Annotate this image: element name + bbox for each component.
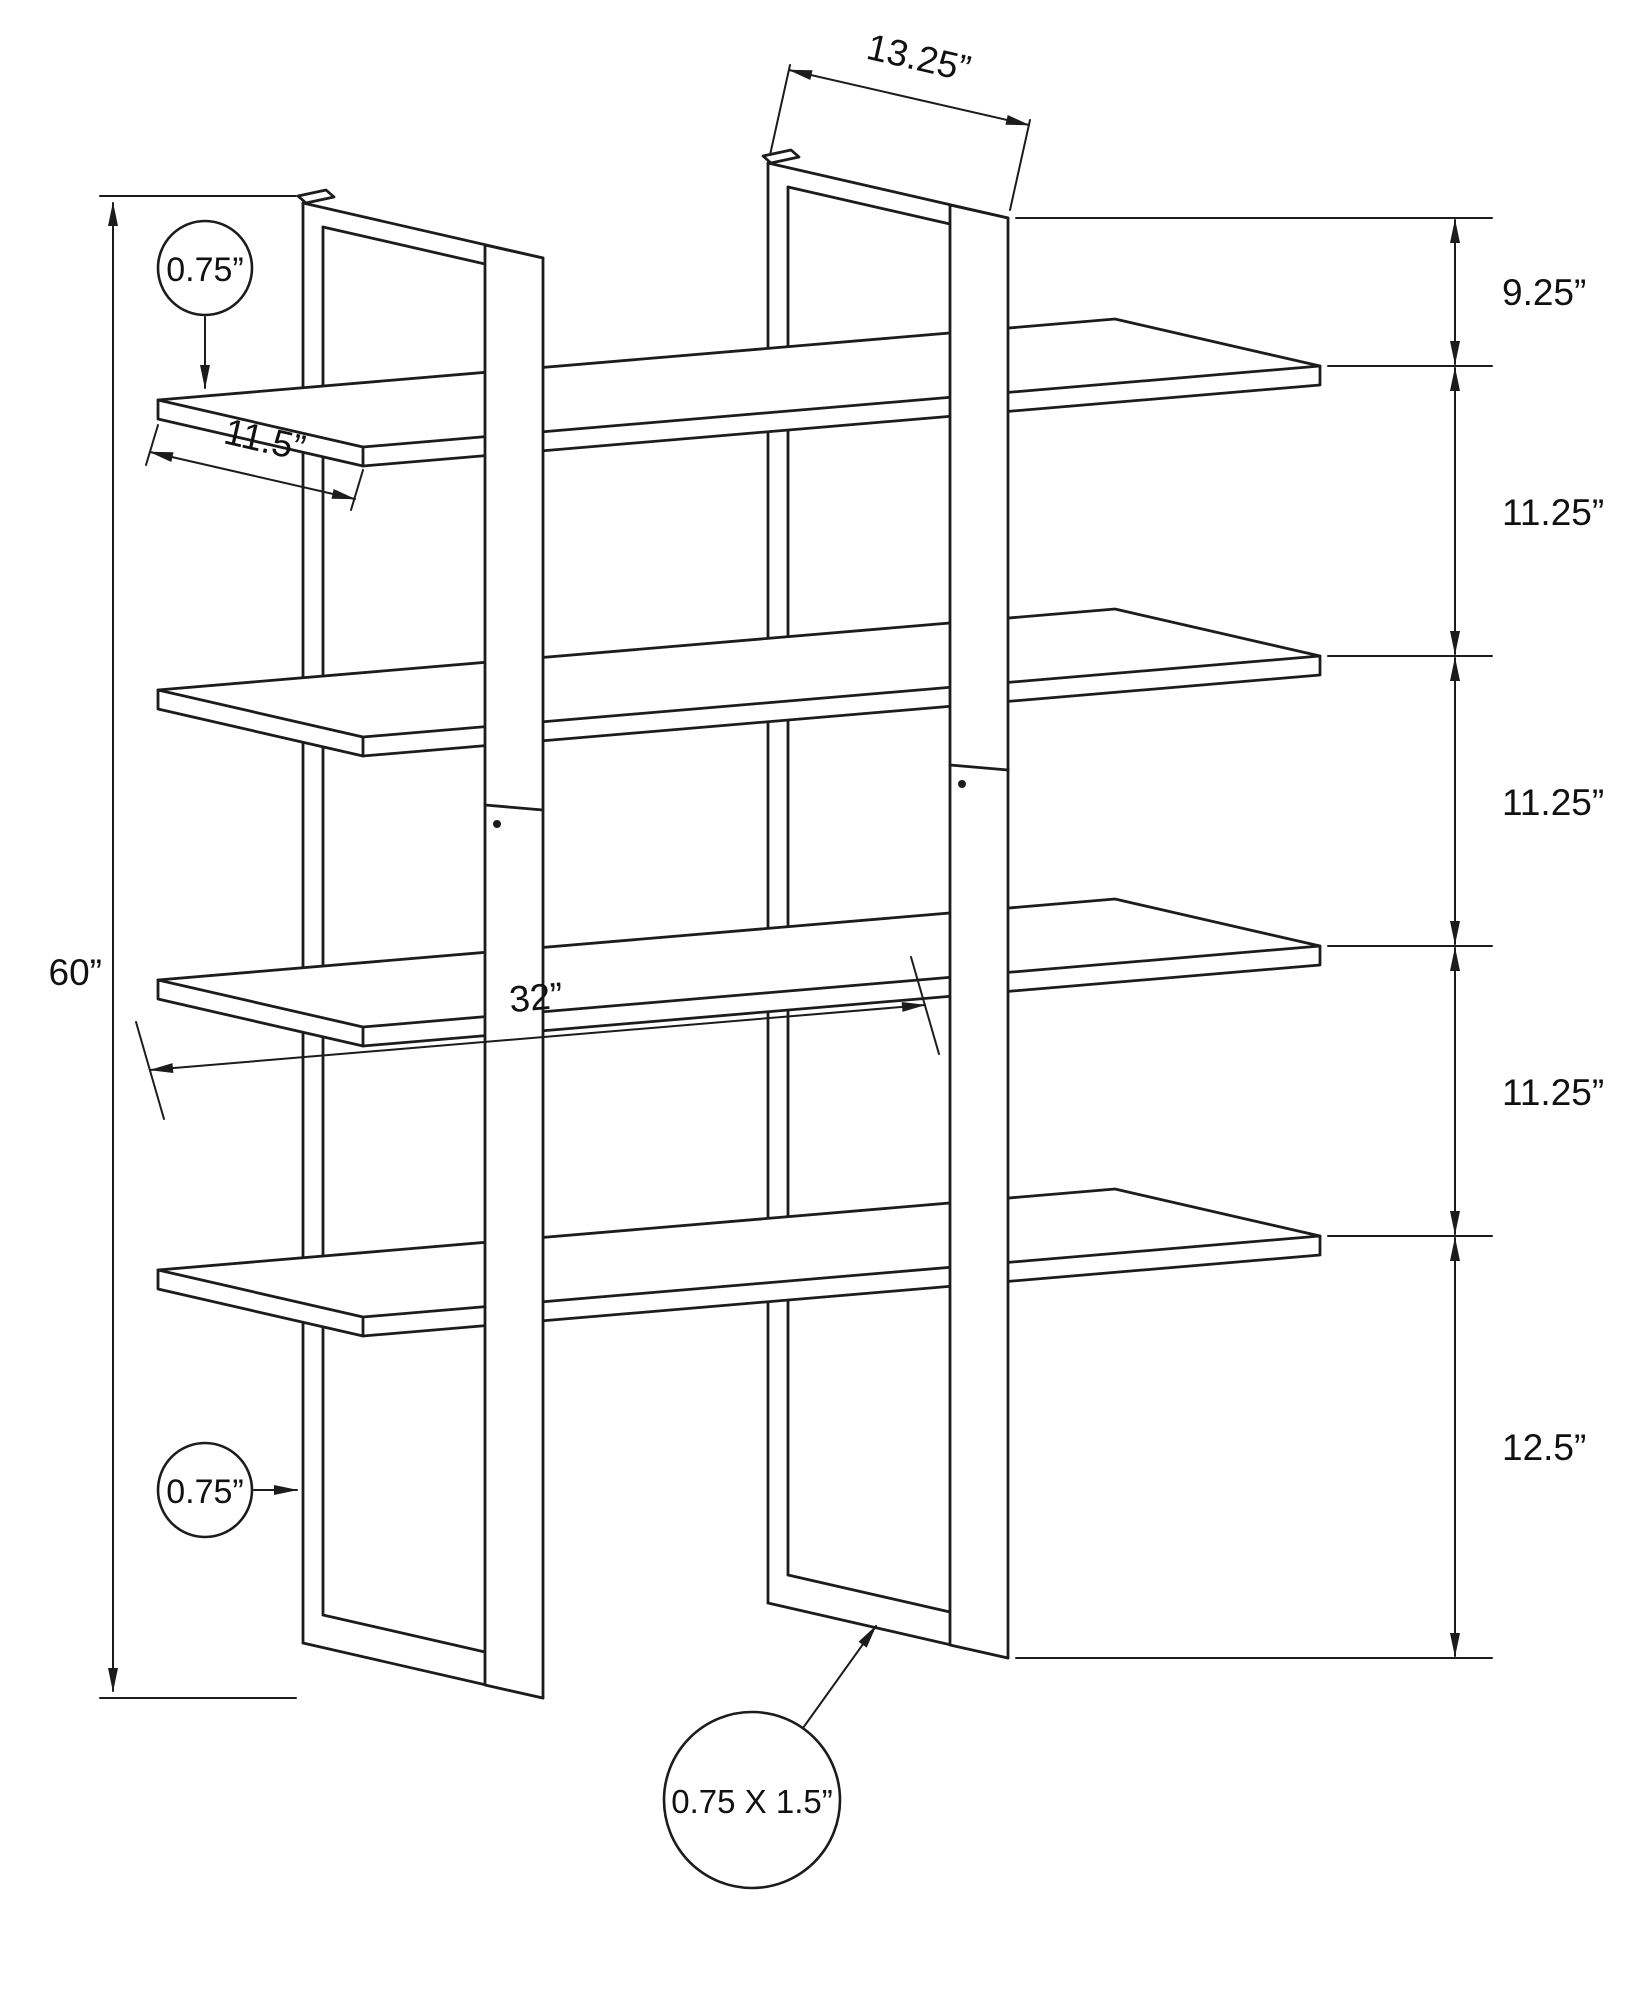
shelf-width-label: 32” — [508, 975, 565, 1020]
dimension-line — [149, 1001, 926, 1074]
dimension-line — [149, 451, 356, 500]
frame-depth-label: 13.25” — [863, 26, 974, 89]
shelf-outline — [156, 1187, 1322, 1338]
leader-line — [802, 1625, 877, 1729]
shelf-outline — [156, 897, 1322, 1048]
callout-circle — [156, 219, 254, 317]
shelf-outline — [156, 607, 1322, 758]
extension-line — [350, 469, 364, 511]
left-front-post — [483, 243, 545, 1700]
left-front-post-hole — [493, 820, 501, 828]
extension-line — [769, 64, 791, 156]
shelf-4 — [156, 1187, 1322, 1338]
shelf-gap-1-label: 11.25” — [1502, 492, 1604, 533]
callout-tube-size: 0.75 X 1.5” — [662, 1625, 877, 1890]
left-front-post-seam — [483, 803, 545, 812]
dim-overall-height: 60” — [49, 195, 297, 1699]
right-back-post-cap — [761, 148, 801, 165]
shelf-3 — [156, 897, 1322, 1048]
top-gap-label: 9.25” — [1502, 272, 1586, 313]
bottom-gap-label: 12.5” — [1502, 1427, 1586, 1468]
dim-right-chain: 9.25” 11.25” 11.25” 11.25” 12.5” — [1015, 217, 1604, 1659]
tube-size-label: 0.75 X 1.5” — [671, 1783, 832, 1820]
right-front-post-hole — [958, 780, 966, 788]
shelf-thickness-label: 0.75” — [166, 251, 244, 289]
post-thickness-label: 0.75” — [166, 1473, 244, 1511]
dim-frame-depth: 13.25” — [769, 26, 1031, 211]
shelf-1 — [156, 317, 1322, 468]
shelf-gap-3-label: 11.25” — [1502, 1072, 1604, 1113]
right-front-post-seam — [948, 763, 1010, 772]
callout-circle — [156, 1441, 254, 1539]
extension-line — [145, 424, 159, 466]
callout-shelf-thickness: 0.75” — [156, 219, 254, 389]
right-front-post-face — [948, 203, 1010, 1660]
dimension-line — [788, 69, 1030, 126]
shelf-outline — [156, 317, 1322, 468]
shelf-2 — [156, 607, 1322, 758]
extension-line — [1009, 119, 1031, 211]
callout-post-thickness: 0.75” — [156, 1441, 298, 1539]
left-front-post-face — [483, 243, 545, 1700]
overall-height-label: 60” — [49, 952, 102, 993]
shelf-gap-2-label: 11.25” — [1502, 782, 1604, 823]
dim-shelf-width: 32” — [135, 956, 940, 1120]
callout-circle — [662, 1710, 842, 1890]
right-front-post — [948, 203, 1010, 1660]
left-back-post-cap — [296, 188, 336, 205]
